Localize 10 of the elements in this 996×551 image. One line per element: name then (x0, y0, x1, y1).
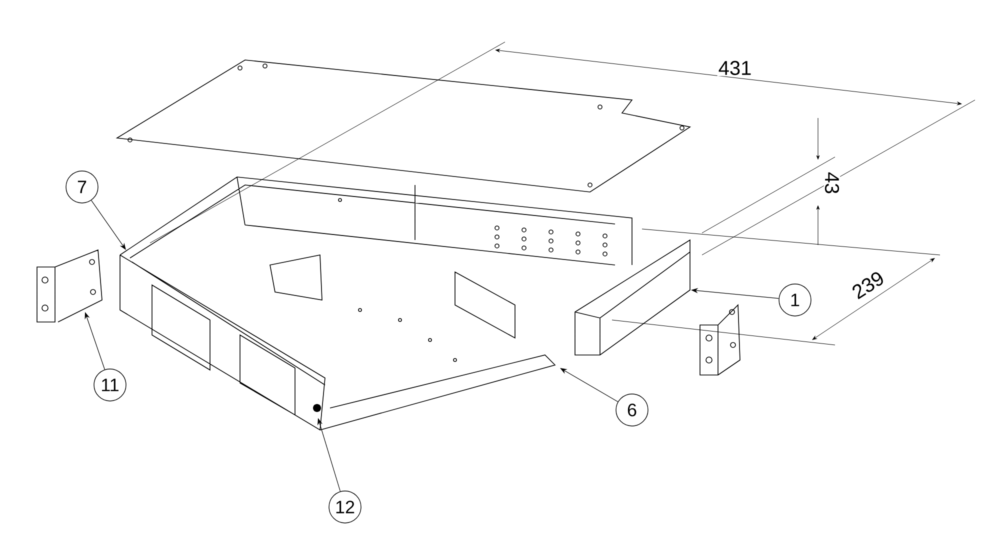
dimension-label: 239 (848, 268, 888, 302)
callout-number: 1 (778, 284, 812, 316)
callout-number: 11 (94, 368, 126, 402)
dimension-label: 43 (824, 170, 840, 196)
callout-number: 7 (66, 170, 98, 204)
dimension-label: 431 (717, 60, 753, 76)
leader-line (91, 200, 126, 250)
rack-tray-drawing (120, 176, 690, 430)
callout-number: 12 (328, 490, 362, 524)
leader-line (560, 368, 618, 402)
